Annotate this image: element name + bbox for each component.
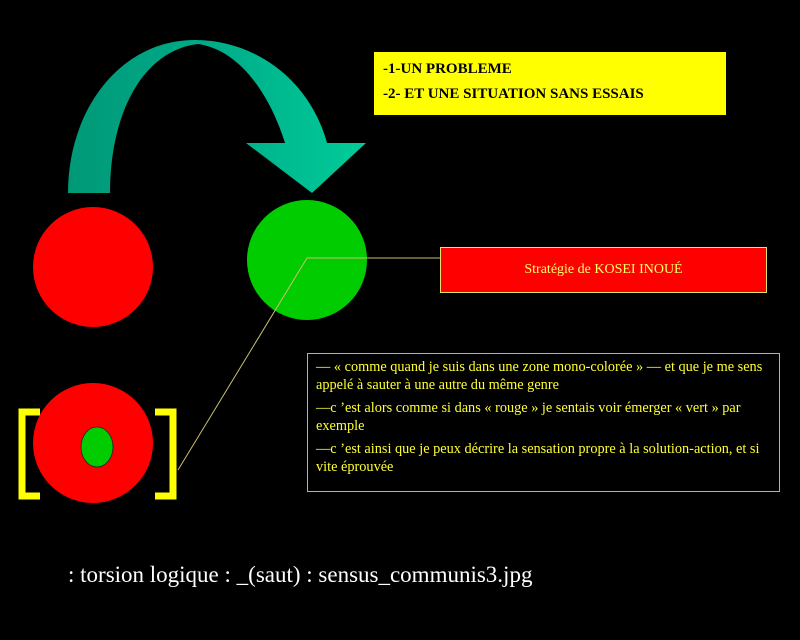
strategy-box: Stratégie de KOSEI INOUÉ <box>440 247 767 293</box>
problem-box: -1-UN PROBLEME -2- ET UNE SITUATION SANS… <box>374 52 726 115</box>
green-circle <box>247 200 367 320</box>
left-bracket <box>18 408 40 500</box>
red-circle <box>33 207 153 327</box>
problem-line-1: -1-UN PROBLEME <box>383 61 512 77</box>
strategy-label: Stratégie de KOSEI INOUÉ <box>524 262 683 277</box>
quote-paragraph-2: —c ’est alors comme si dans « rouge » je… <box>316 400 741 434</box>
quote-box: — « comme quand je suis dans une zone mo… <box>307 353 780 492</box>
connector-line <box>177 257 440 471</box>
green-core <box>80 426 114 468</box>
problem-line-2: -2- ET UNE SITUATION SANS ESSAIS <box>383 86 644 102</box>
quote-paragraph-3: —c ’est ainsi que je peux décrire la sen… <box>316 441 760 475</box>
quote-paragraph-1: — « comme quand je suis dans une zone mo… <box>316 359 763 393</box>
curved-jump-arrow <box>68 40 366 193</box>
caption: : torsion logique : _(saut) : sensus_com… <box>68 562 533 587</box>
right-bracket <box>155 408 177 500</box>
